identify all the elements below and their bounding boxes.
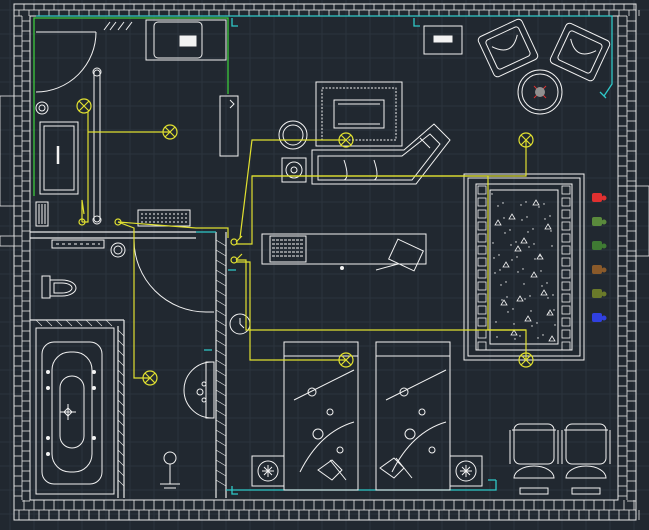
rug-motif bbox=[494, 219, 502, 226]
drain-icon bbox=[110, 242, 126, 258]
red-fixture-icon bbox=[592, 193, 607, 202]
door-top-left bbox=[35, 31, 97, 93]
nightstand-right bbox=[449, 455, 483, 487]
armchair-left bbox=[477, 18, 539, 78]
nightstand-left bbox=[251, 455, 285, 487]
fixture-legend bbox=[592, 193, 607, 322]
towel-bar bbox=[51, 239, 105, 249]
wall-hatch-vertical bbox=[35, 239, 227, 487]
lounge-chair-left bbox=[509, 423, 559, 495]
rug-motif bbox=[502, 261, 510, 268]
rug-motif bbox=[544, 223, 552, 230]
rug bbox=[463, 173, 585, 361]
brick-hatching bbox=[0, 4, 649, 520]
bathtub bbox=[35, 327, 115, 495]
floor-drain-icon bbox=[35, 101, 49, 115]
floor-lamp bbox=[281, 157, 307, 183]
rug-motif bbox=[548, 335, 556, 342]
tv-unit bbox=[423, 25, 463, 55]
lighting-circuit bbox=[81, 112, 527, 379]
armchair-right bbox=[549, 22, 611, 82]
toilet bbox=[41, 275, 77, 299]
green-boundary bbox=[33, 17, 229, 196]
brown-fixture-icon bbox=[592, 265, 607, 274]
rug-motif bbox=[514, 245, 522, 252]
bed-right bbox=[375, 341, 451, 491]
blue-fixture-icon bbox=[592, 313, 607, 322]
rug-motif bbox=[536, 253, 544, 260]
washbasin bbox=[183, 361, 215, 419]
interior-walls bbox=[30, 231, 227, 498]
green-fixture-icon bbox=[592, 217, 607, 226]
olive-fixture-icon bbox=[592, 289, 607, 298]
round-stool bbox=[278, 120, 308, 150]
rug-motif bbox=[508, 213, 516, 220]
floor-mixer bbox=[160, 451, 180, 489]
desk bbox=[261, 233, 427, 272]
rug-motif bbox=[532, 199, 540, 206]
rug-motif bbox=[520, 237, 528, 244]
radiator bbox=[35, 201, 49, 227]
rug-motif bbox=[510, 329, 518, 336]
towel-rail bbox=[92, 67, 102, 225]
coffee-table bbox=[315, 81, 403, 147]
side-table bbox=[517, 69, 563, 115]
sofa bbox=[311, 123, 451, 185]
lounge-chair-right bbox=[561, 423, 611, 495]
bed-left bbox=[283, 341, 359, 491]
switch-icons bbox=[78, 218, 243, 264]
pipe-fittings bbox=[204, 18, 607, 495]
rug-motif bbox=[524, 315, 532, 322]
rug-motif bbox=[500, 299, 508, 306]
rug-motif bbox=[540, 289, 548, 296]
tub-taps bbox=[46, 370, 96, 456]
green-plant-icon bbox=[592, 241, 607, 250]
wall-cabinet bbox=[219, 95, 239, 157]
light-fixture-icons bbox=[76, 98, 534, 386]
shower-stall bbox=[39, 121, 79, 195]
vanity-unit bbox=[103, 19, 227, 61]
rug-motif bbox=[516, 295, 524, 302]
rug-motif bbox=[546, 309, 554, 316]
rug-motif bbox=[530, 271, 538, 278]
